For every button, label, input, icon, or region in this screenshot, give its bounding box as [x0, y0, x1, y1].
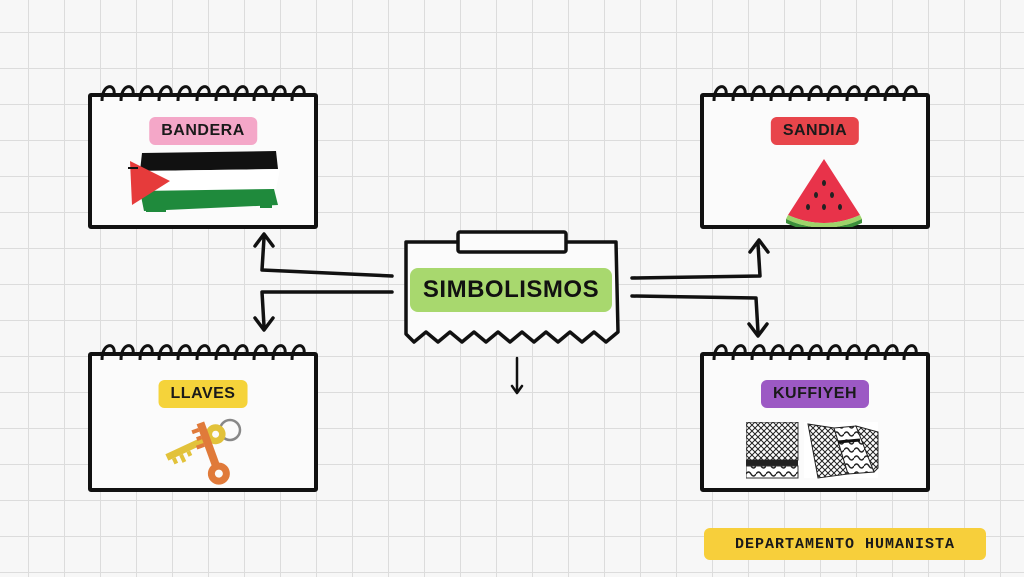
palestine-flag-icon	[128, 151, 280, 212]
node-label-llaves: LLAVES	[158, 380, 248, 408]
node-card-kuffiyeh: KUFFIYEH	[700, 344, 930, 492]
node-label-kuffiyeh: KUFFIYEH	[761, 380, 869, 408]
spiral-binding	[100, 344, 306, 361]
node-label-sandia: SANDIA	[770, 117, 860, 145]
spiral-binding	[712, 85, 918, 102]
kuffiyeh-pattern-icon	[746, 422, 879, 479]
spiral-binding	[100, 85, 306, 102]
center-title: SIMBOLISMOS	[410, 268, 612, 312]
footer-department-label: DEPARTAMENTO HUMANISTA	[704, 528, 986, 560]
node-card-sandia: SANDIA	[700, 85, 930, 229]
node-label-bandera: BANDERA	[149, 117, 257, 145]
watermelon-slice-icon	[786, 159, 862, 227]
node-card-bandera: BANDERA	[88, 85, 318, 229]
node-card-llaves: LLAVES	[88, 344, 318, 492]
center-node: SIMBOLISMOS	[398, 230, 628, 350]
keys-icon	[165, 418, 242, 485]
spiral-binding	[712, 344, 918, 361]
